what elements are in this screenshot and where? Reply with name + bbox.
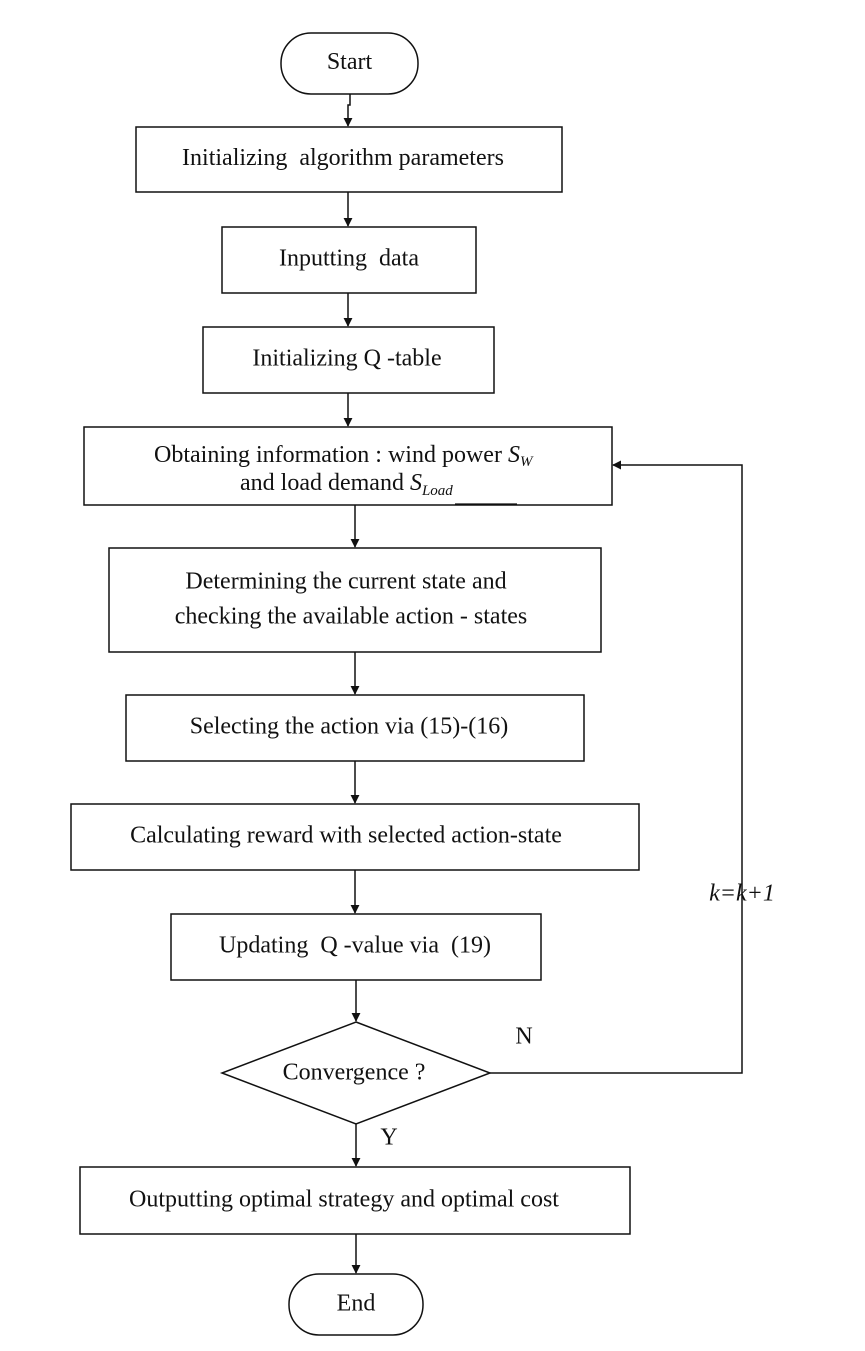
select-action-box [125, 694, 585, 762]
arrow-convergence-no-loop [490, 460, 743, 1074]
arrow-start-to-init-params [343, 94, 353, 127]
wind-power-symbol: S [508, 442, 520, 468]
input-data-box [221, 226, 477, 294]
obtain-info-line1: Obtaining information : wind power SW [154, 442, 534, 471]
output-label: Outputting optimal strategy and optimal … [129, 1187, 559, 1213]
obtain-info-box [83, 426, 613, 506]
calc-reward-box [70, 803, 640, 871]
load-demand-subscript: Load [421, 483, 453, 499]
init-qtable-label: Initializing Q -table [252, 346, 441, 372]
input-data-label: Inputting data [279, 246, 419, 272]
determine-state-line2: checking the available action - states [175, 604, 528, 630]
obtain-info-line2: and load demand SLoad [240, 470, 453, 500]
no-branch-label: N [515, 1024, 532, 1050]
obtain-info-line2-prefix: and load demand [240, 470, 410, 496]
init-params-box [135, 126, 563, 193]
calc-reward-label: Calculating reward with selected action-… [130, 823, 562, 849]
select-action-label: Selecting the action via (15)-(16) [190, 714, 509, 740]
wind-power-subscript: W [520, 454, 534, 470]
update-q-box [170, 913, 542, 981]
start-label: Start [327, 49, 373, 75]
convergence-label: Convergence ? [283, 1060, 426, 1086]
update-q-label: Updating Q -value via (19) [219, 933, 491, 959]
determine-state-line1: Determining the current state and [185, 569, 506, 595]
obtain-info-line1-prefix: Obtaining information : wind power [154, 442, 508, 468]
end-terminal [288, 1273, 424, 1336]
load-demand-symbol: S [410, 470, 422, 496]
determine-state-box [108, 547, 602, 653]
init-params-label: Initializing algorithm parameters [182, 145, 504, 171]
end-label: End [337, 1291, 376, 1317]
yes-branch-label: Y [380, 1125, 397, 1151]
init-qtable-box [202, 326, 495, 394]
output-box [79, 1166, 631, 1235]
